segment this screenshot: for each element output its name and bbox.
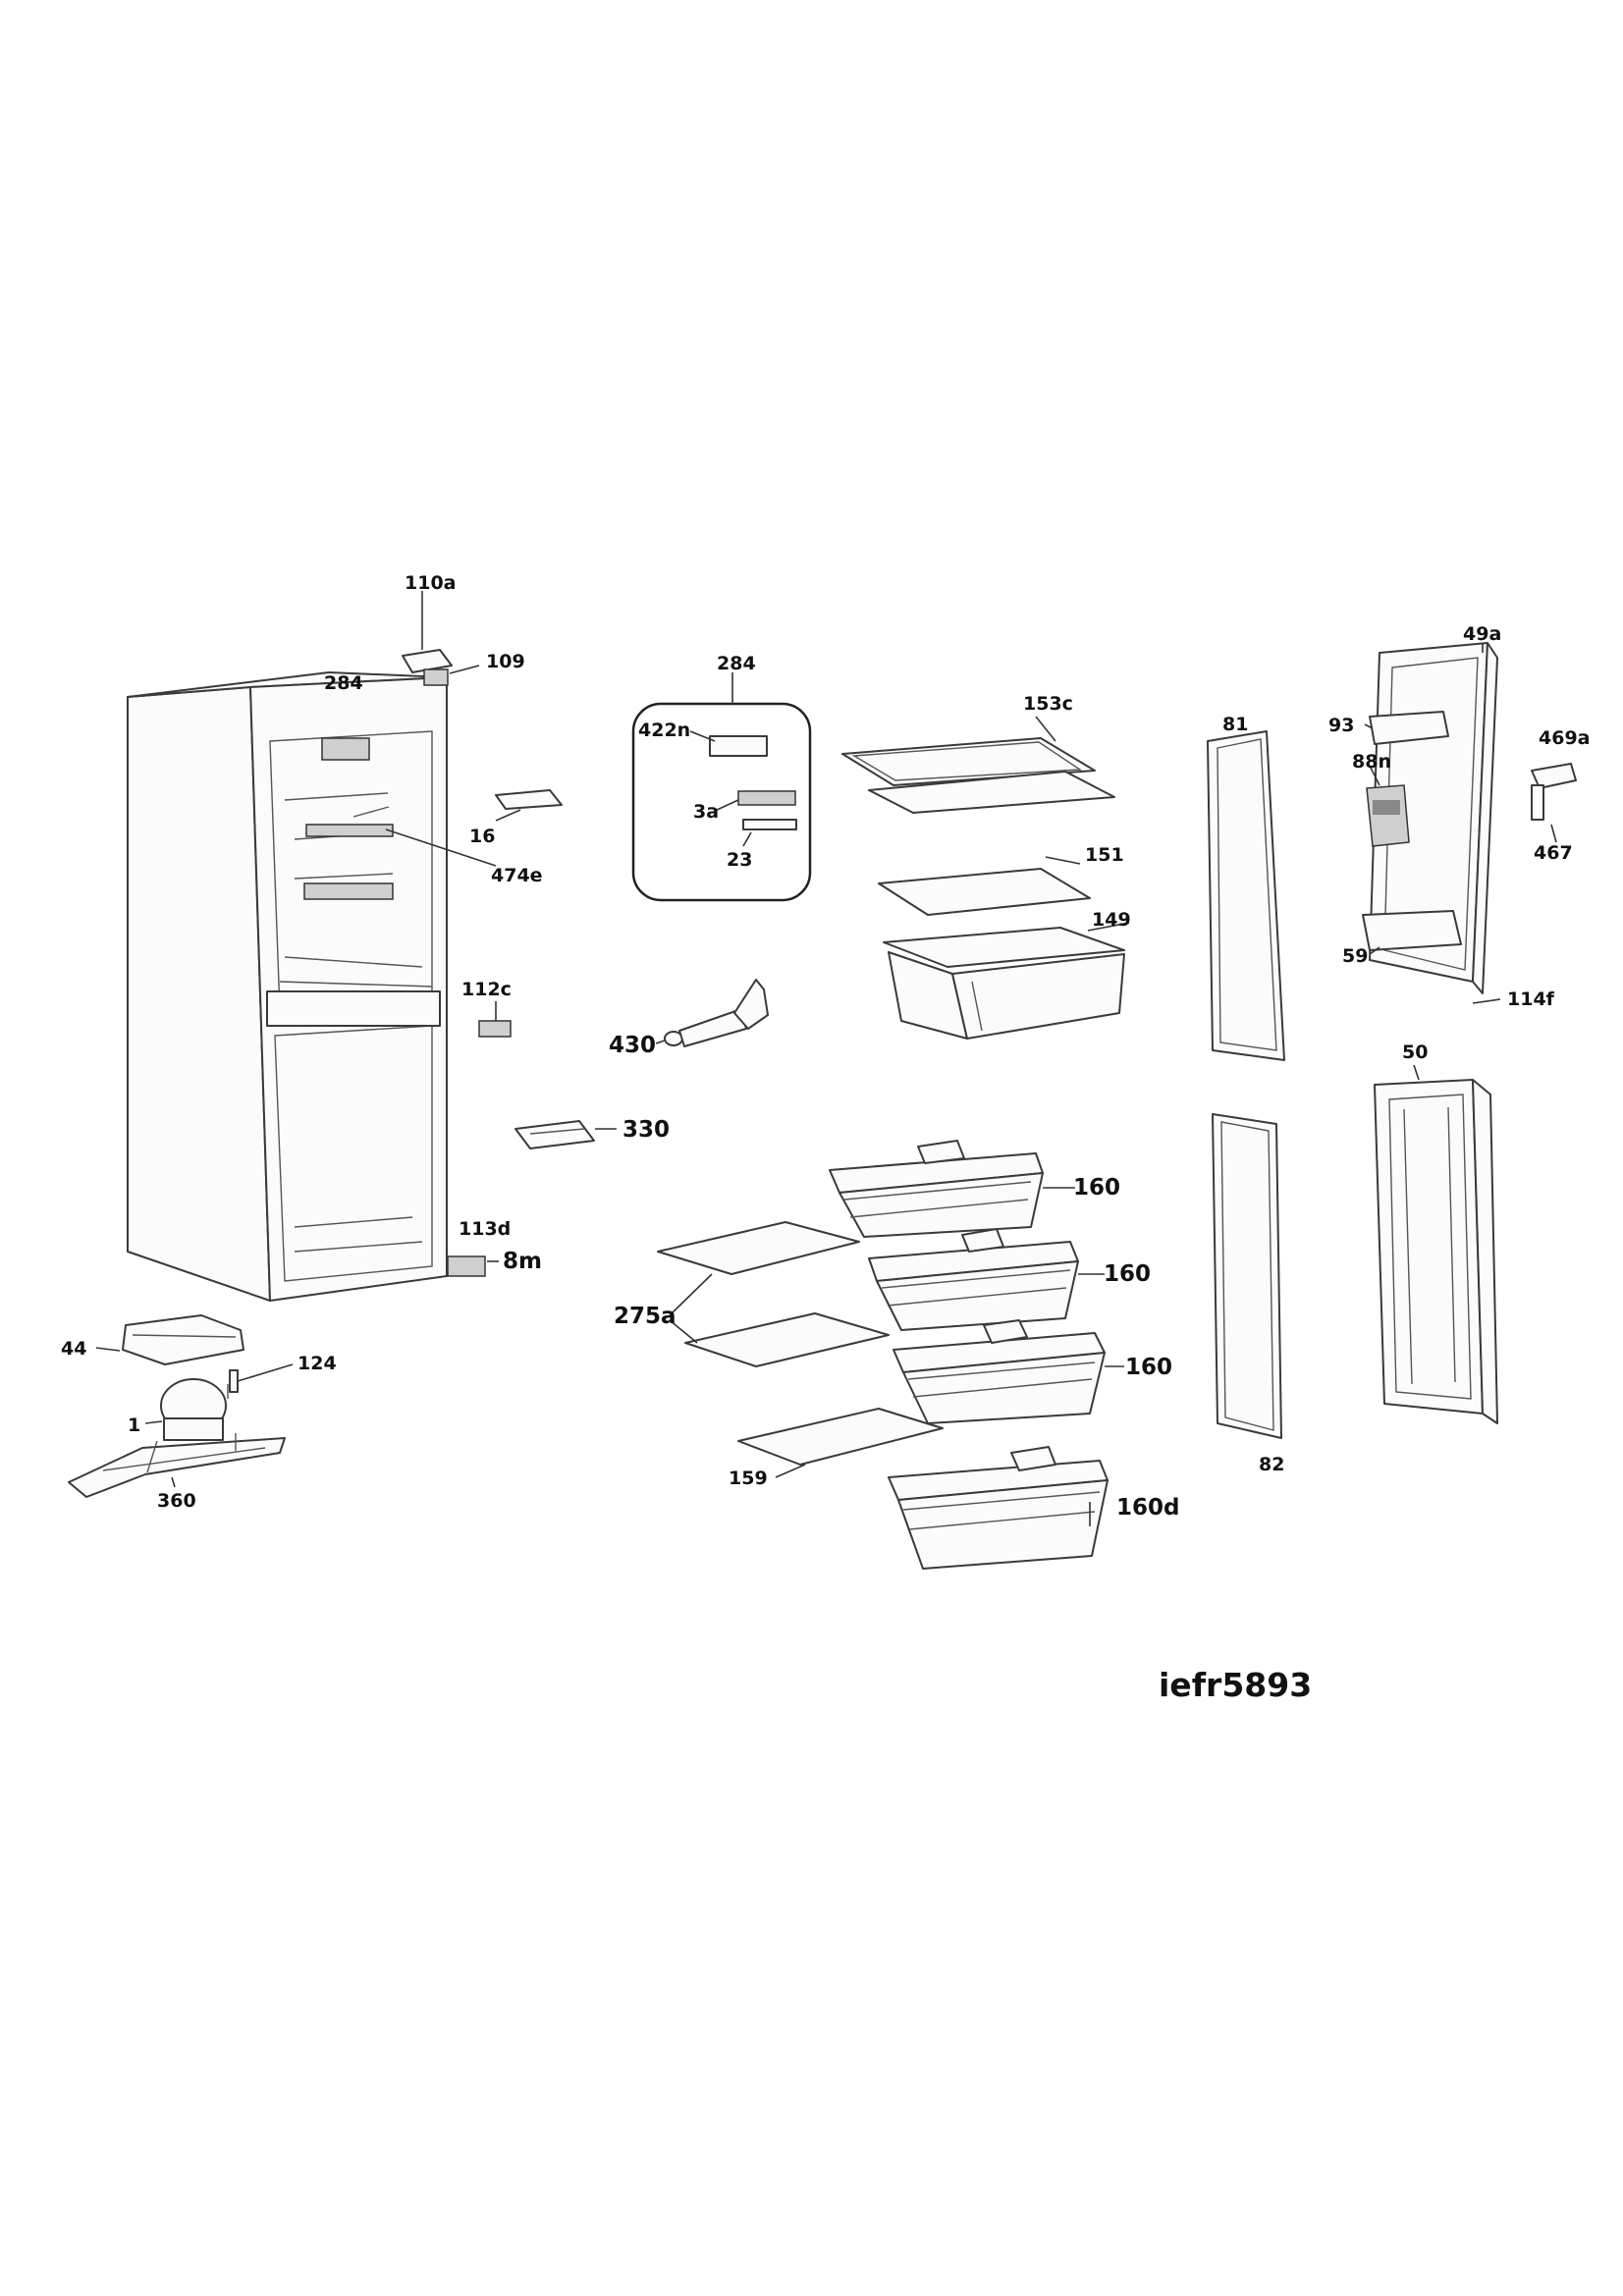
label-8m: 8m — [503, 1249, 542, 1274]
label-1: 1 — [128, 1415, 140, 1436]
label-151: 151 — [1085, 844, 1124, 866]
glass-plates-275a — [657, 1221, 890, 1367]
cabinet-divider — [266, 990, 441, 1027]
part-430 — [655, 979, 769, 1047]
drawer-160-low — [893, 1319, 1124, 1424]
label-284-cabinet: 284 — [324, 672, 363, 694]
label-159: 159 — [729, 1468, 768, 1489]
label-275a: 275a — [614, 1304, 676, 1329]
label-81: 81 — [1222, 714, 1248, 735]
label-430: 430 — [609, 1033, 656, 1058]
label-124: 124 — [298, 1353, 337, 1374]
label-44: 44 — [61, 1338, 86, 1360]
fridge-cabinet — [127, 671, 448, 1302]
label-88n: 88n — [1352, 751, 1391, 773]
lamp-housing — [321, 737, 370, 761]
lower-door-50 — [1374, 1064, 1498, 1424]
label-112c: 112c — [461, 979, 512, 1000]
part-16-plate — [495, 789, 563, 810]
part-labels: 110a 109 284 16 474e 112c 330 113d 8m 44… — [61, 572, 1590, 1704]
label-110a: 110a — [405, 572, 456, 594]
label-149: 149 — [1092, 909, 1131, 931]
label-160-low: 160 — [1125, 1355, 1172, 1380]
label-23: 23 — [727, 849, 752, 871]
drawer-160-top — [829, 1140, 1075, 1238]
crisper-149 — [883, 922, 1130, 1040]
drawer-160-mid — [868, 1228, 1105, 1331]
compressor-assembly — [68, 1314, 294, 1498]
door-gasket-82 — [1212, 1113, 1282, 1439]
label-82: 82 — [1259, 1454, 1284, 1475]
label-360: 360 — [157, 1490, 196, 1512]
part-284-callout — [631, 672, 812, 902]
glass-plate-159 — [737, 1408, 944, 1466]
top-hinge — [402, 591, 480, 686]
label-16: 16 — [469, 826, 495, 847]
model-code-label: iefr5893 — [1159, 1666, 1312, 1704]
part-112c — [478, 1001, 512, 1038]
label-114f: 114f — [1507, 988, 1555, 1010]
drawer-160d — [888, 1446, 1109, 1570]
door-gasket-81 — [1207, 730, 1285, 1061]
label-474e: 474e — [491, 865, 543, 886]
label-50: 50 — [1402, 1041, 1428, 1063]
label-3a: 3a — [693, 801, 719, 823]
label-59: 59 — [1342, 945, 1368, 967]
part-113d-8m — [447, 1255, 499, 1277]
label-160d: 160d — [1116, 1495, 1179, 1521]
label-284-box: 284 — [717, 653, 756, 674]
label-467: 467 — [1534, 842, 1573, 864]
part-330 — [514, 1120, 617, 1149]
upper-door-49a — [1362, 642, 1577, 1004]
label-113d: 113d — [459, 1218, 511, 1240]
label-160-top: 160 — [1073, 1175, 1120, 1201]
label-93: 93 — [1328, 715, 1354, 736]
label-330: 330 — [622, 1117, 670, 1143]
label-153c: 153c — [1023, 693, 1073, 715]
label-49a: 49a — [1463, 623, 1501, 645]
label-422n: 422n — [638, 720, 690, 741]
glass-shelf-151 — [878, 868, 1091, 916]
label-469a: 469a — [1539, 727, 1590, 749]
glass-shelves-153c — [841, 716, 1115, 814]
label-160-mid: 160 — [1104, 1261, 1151, 1287]
label-109: 109 — [486, 651, 525, 672]
